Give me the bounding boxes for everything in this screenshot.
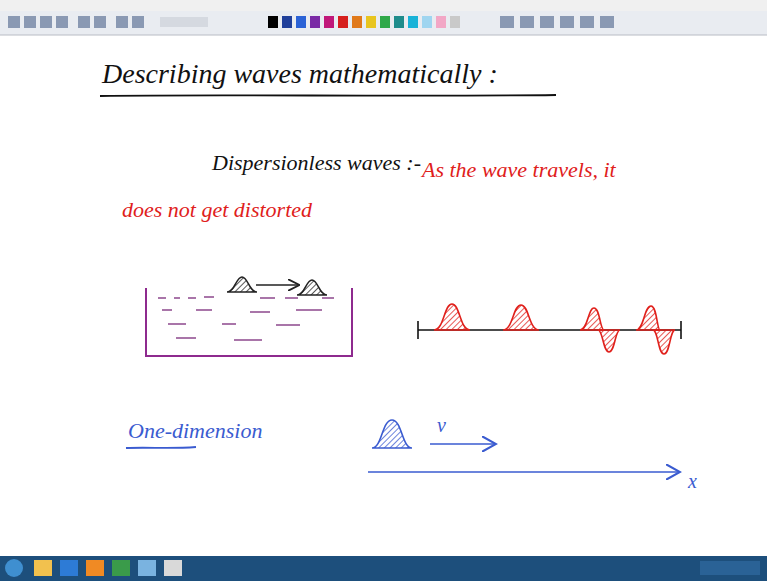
- axis-label: x: [688, 470, 697, 493]
- label-underline: [126, 447, 196, 448]
- slide-title: Describing waves mathematically :: [102, 58, 498, 90]
- water-tank: [146, 277, 352, 356]
- definition-note: As the wave travels, it does not get dis…: [122, 150, 622, 230]
- travelling-pulse: [368, 420, 680, 472]
- velocity-symbol: v: [437, 414, 446, 437]
- taskbar: [0, 556, 767, 581]
- section-heading: Dispersionless waves :-: [212, 150, 421, 176]
- pulse-sequence: [418, 304, 681, 354]
- title-underline: [100, 95, 556, 96]
- app-toolbar: [0, 0, 767, 35]
- section-heading: One-dimension: [128, 418, 262, 444]
